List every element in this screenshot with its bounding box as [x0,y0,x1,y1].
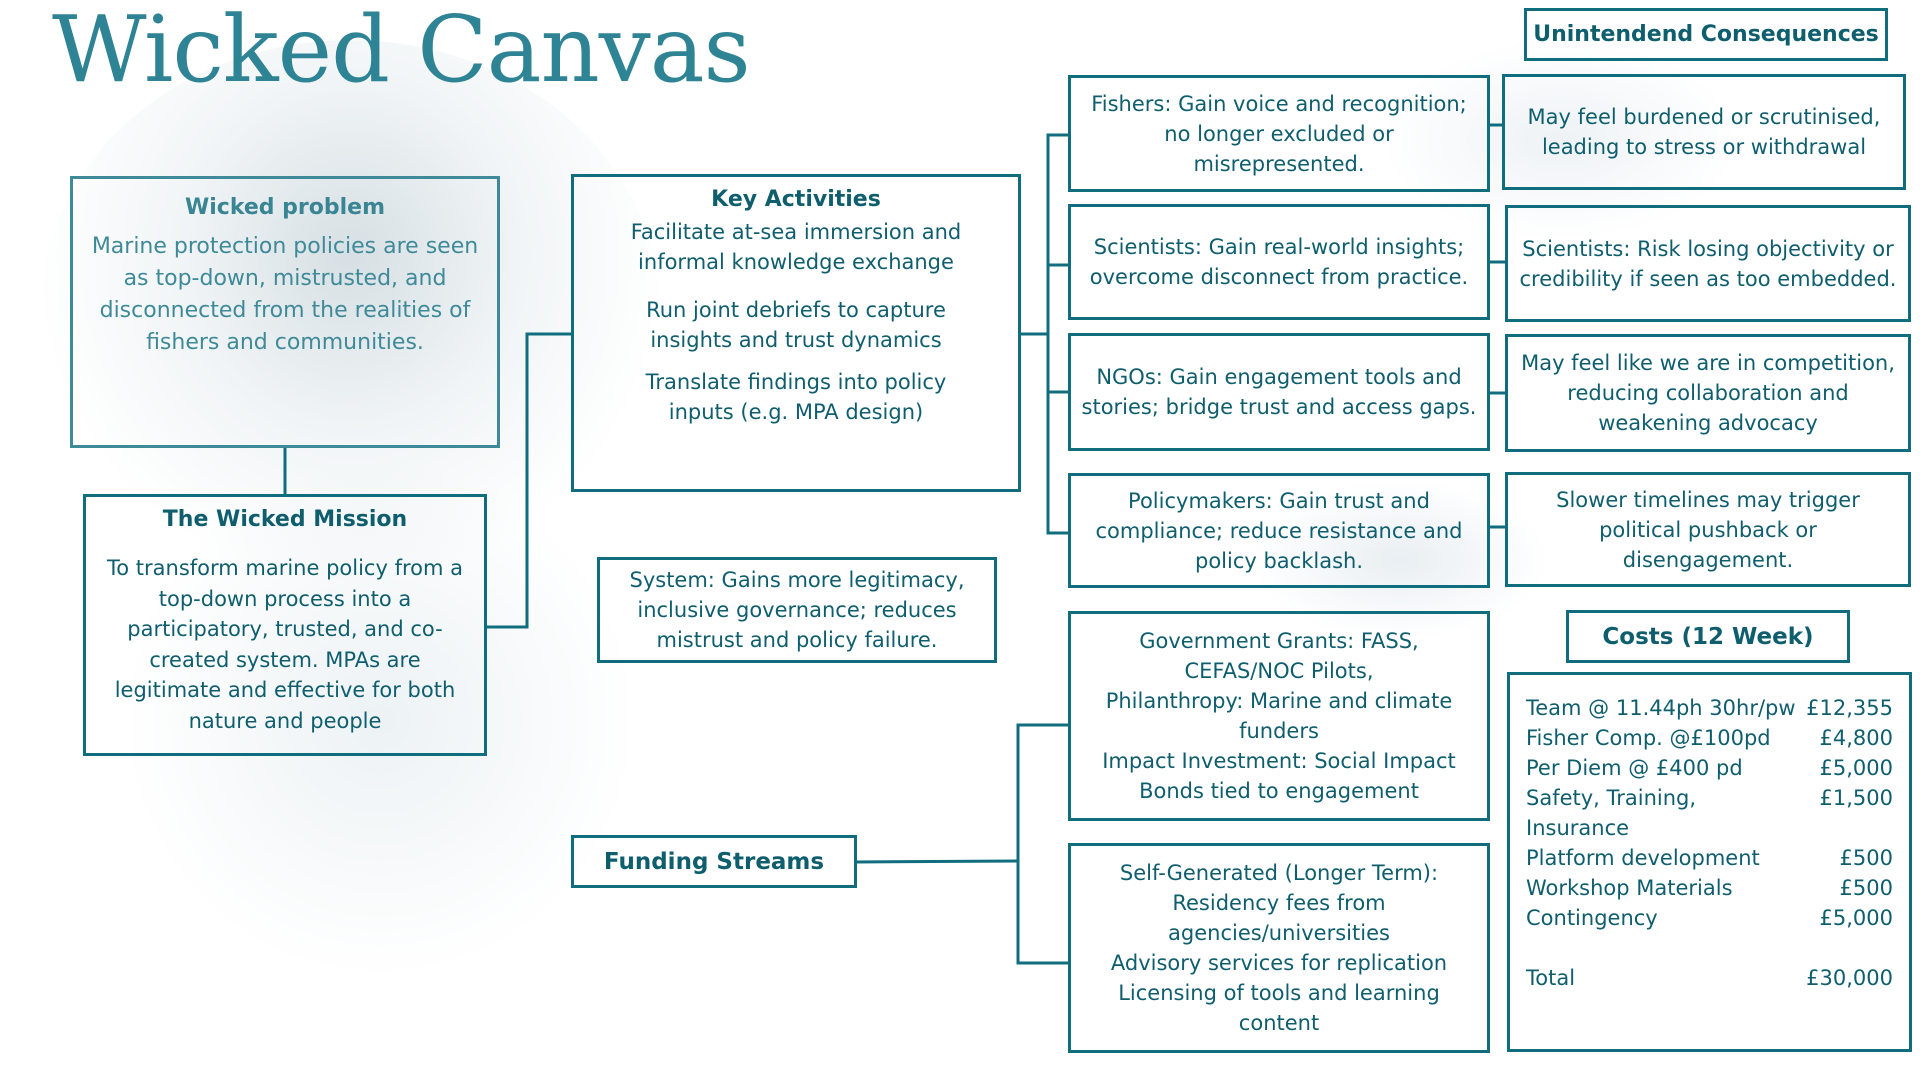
cost-amount: £5,000 [1819,906,1893,930]
wicked-mission-box: The Wicked Mission To transform marine p… [83,494,487,756]
cost-item: Insurance [1526,816,1630,840]
benefit-text: Scientists: Gain real-world insights; ov… [1089,235,1469,289]
key-activity-item: Run joint debriefs to capture insights a… [646,298,946,352]
key-activities-box: Key Activities Facilitate at-sea immersi… [571,174,1021,492]
cost-amount: £4,800 [1819,726,1893,750]
benefit-scientists-box: Scientists: Gain real-world insights; ov… [1068,204,1490,320]
key-activity-item: Translate findings into policy inputs (e… [645,370,947,424]
funding-external-item: Impact Investment: Social Impact Bonds t… [1102,749,1456,803]
benefit-text: Policymakers: Gain trust and compliance;… [1095,488,1463,573]
funding-self-item: Advisory services for replication [1110,951,1448,975]
key-activity-item: Facilitate at-sea immersion and informal… [630,220,962,274]
cost-item: Team @ 11.44ph 30hr/pw [1526,696,1796,720]
funding-self-generated-box: Self-Generated (Longer Term): Residency … [1068,843,1490,1053]
unintended-item-box: Slower timelines may trigger political p… [1505,472,1911,587]
cost-total-label: Total [1526,966,1576,990]
unintended-item-box: Scientists: Risk losing objectivity or c… [1505,205,1911,322]
unintended-item-box: May feel like we are in competition, red… [1505,334,1911,452]
cost-item: Platform development [1526,846,1760,870]
cost-item: Workshop Materials [1526,876,1733,900]
key-activities-heading: Key Activities [711,187,881,212]
unintended-text: May feel burdened or scrutinised, leadin… [1527,105,1881,159]
cost-item: Fisher Comp. @£100pd [1526,726,1771,750]
wicked-problem-body: Marine protection policies are seen as t… [91,234,479,355]
system-benefit-box: System: Gains more legitimacy, inclusive… [597,557,997,663]
wicked-problem-box: Wicked problem Marine protection policie… [70,176,500,448]
funding-bus [1016,723,1068,965]
cost-item: Contingency [1526,906,1658,930]
wicked-mission-heading: The Wicked Mission [162,507,408,532]
wicked-mission-body: To transform marine policy from a top-do… [106,556,463,733]
cost-item: Per Diem @ £400 pd [1526,756,1743,780]
benefit-text: Fishers: Gain voice and recognition; no … [1091,91,1467,176]
cost-amount: £5,000 [1819,756,1893,780]
funding-self-item: Licensing of tools and learning content [1118,981,1440,1035]
funding-streams-label: Funding Streams [571,835,857,888]
unintended-text: May feel like we are in competition, red… [1521,351,1895,435]
unintended-heading: Unintendend Consequences [1524,8,1888,61]
funding-self-item: Self-Generated (Longer Term): Residency … [1119,861,1439,945]
funding-external-item: Government Grants: FASS, CEFAS/NOC Pilot… [1139,629,1419,683]
cost-item: Safety, Training, [1526,786,1697,810]
wicked-problem-heading: Wicked problem [184,195,386,220]
benefit-policymakers-box: Policymakers: Gain trust and compliance;… [1068,473,1490,588]
cost-amount: £500 [1839,846,1893,870]
cost-total-amount: £30,000 [1806,966,1893,990]
benefit-fishers-box: Fishers: Gain voice and recognition; no … [1068,75,1490,192]
page-title: Wicked Canvas [52,0,751,103]
unintended-text: Slower timelines may trigger political p… [1556,487,1860,572]
system-benefit-text: System: Gains more legitimacy, inclusive… [629,568,965,652]
cost-amount: £500 [1839,876,1893,900]
costs-table: Team @ 11.44ph 30hr/pw £12,355 Fisher Co… [1507,672,1912,1052]
cost-amount: £12,355 [1806,696,1893,720]
funding-connector [854,859,1019,864]
unintended-item-box: May feel burdened or scrutinised, leadin… [1502,74,1906,190]
benefits-bus [1046,133,1068,535]
benefit-text: NGOs: Gain engagement tools and stories;… [1081,365,1477,419]
cost-amount: £1,500 [1819,786,1893,810]
benefit-ngos-box: NGOs: Gain engagement tools and stories;… [1068,333,1490,451]
funding-external-box: Government Grants: FASS, CEFAS/NOC Pilot… [1068,611,1490,821]
costs-heading: Costs (12 Week) [1566,610,1850,663]
unintended-text: Scientists: Risk losing objectivity or c… [1519,236,1897,291]
funding-external-item: Philanthropy: Marine and climate funders [1105,689,1453,743]
